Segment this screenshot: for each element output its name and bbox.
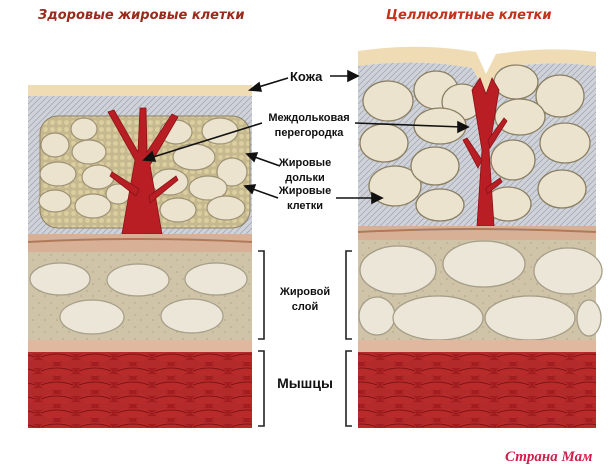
muscles-label: Мышцы bbox=[277, 375, 333, 391]
skin-label: Кожа bbox=[290, 69, 323, 84]
septum-label-line1: Междольковая bbox=[268, 112, 350, 124]
septum-arrows bbox=[142, 120, 470, 162]
fat-cells-label-line2: клетки bbox=[286, 200, 324, 212]
healthy-septum bbox=[107, 107, 179, 235]
healthy-muscle-overlay bbox=[28, 352, 252, 428]
fat-lobules-label: Жировые дольки bbox=[272, 156, 338, 186]
fat-layer-brackets bbox=[258, 250, 352, 340]
healthy-fascia-band bbox=[28, 234, 252, 252]
septum-label: Междольковая перегородка bbox=[262, 111, 356, 141]
watermark-text: Страна Мам bbox=[505, 449, 593, 465]
cellulite-fat-layer-cells bbox=[358, 240, 603, 341]
cellulite-fascia-line bbox=[357, 228, 597, 233]
fat-lobules-label-line2: дольки bbox=[285, 172, 325, 184]
healthy-fascia-line bbox=[27, 238, 253, 243]
fat-layer-label: Жировой слой bbox=[272, 285, 338, 315]
cellulite-cells-title: Целлюлитные клетки bbox=[386, 8, 552, 23]
cellulite-fat-cells bbox=[359, 64, 591, 222]
healthy-muscle-sheath bbox=[28, 340, 252, 352]
cellulite-septum bbox=[462, 77, 508, 227]
cellulite-panel bbox=[357, 46, 603, 428]
septum-label-line2: перегородка bbox=[274, 127, 344, 139]
lobule-arrow bbox=[245, 152, 281, 167]
healthy-fat-cells bbox=[38, 117, 248, 223]
cellulite-muscle-overlay bbox=[358, 352, 596, 428]
fat-cells-label: Жировые клетки bbox=[272, 184, 338, 214]
muscle-brackets bbox=[258, 350, 352, 427]
fat-cells-label-line1: Жировые bbox=[278, 185, 332, 197]
fat-layer-label-line1: Жировой bbox=[279, 286, 331, 298]
cellulite-skin-layer bbox=[358, 46, 596, 92]
fat-layer-label-line2: слой bbox=[291, 301, 319, 313]
healthy-cells-title: Здоровые жировые клетки bbox=[38, 8, 245, 23]
healthy-skin-layer bbox=[28, 85, 252, 96]
cell-arrows bbox=[243, 184, 384, 205]
healthy-panel bbox=[27, 85, 253, 428]
healthy-fat-layer-cells bbox=[29, 262, 248, 335]
fat-lobules-label-line1: Жировые bbox=[278, 157, 332, 169]
skin-arrows bbox=[247, 69, 360, 92]
cellulite-muscle-sheath bbox=[358, 340, 596, 352]
